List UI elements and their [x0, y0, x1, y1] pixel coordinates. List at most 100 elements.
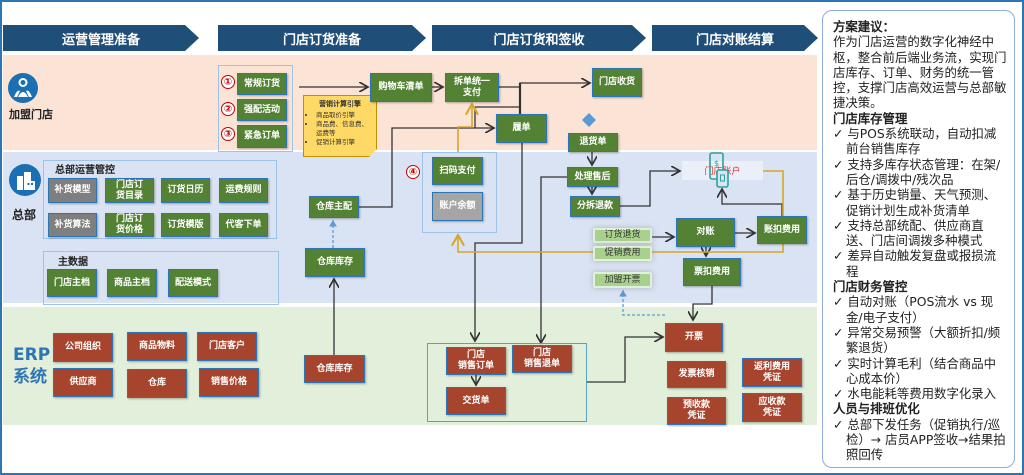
hq-ops-group	[43, 160, 277, 239]
settlement-tag-franchise-invoice[interactable]: 加盟开票	[593, 272, 652, 288]
edge-yellow-to-split	[457, 104, 472, 152]
account-deduct-fee-node[interactable]: 账扣费用	[757, 216, 807, 244]
pricing-note-title: 营销计算引擎	[319, 100, 361, 108]
after-sales-process-node[interactable]: 处理售后	[567, 167, 618, 187]
erp-invoice-node[interactable]: 开票	[665, 323, 723, 352]
erp-invoice-writeoff-node[interactable]: 发票核销	[667, 361, 726, 388]
order-type-badge-1: ①	[221, 75, 235, 89]
lane-label-erp: ERP 系统	[13, 344, 50, 388]
order-type-badge-3: ③	[221, 127, 235, 141]
edge-invoice-deduct-to-invoice	[693, 286, 713, 320]
warehouse-stock-node[interactable]: 仓库库存	[305, 248, 365, 277]
order-type-group	[218, 65, 293, 152]
erp-sales-order-node[interactable]: 门店 销售订单	[446, 347, 506, 375]
warehouse-dispatch-node[interactable]: 仓库主配	[309, 196, 359, 218]
erp-master-item[interactable]: 商品物料	[127, 332, 187, 361]
reconcile-node[interactable]: 对账	[676, 218, 735, 247]
store-receive-node[interactable]: 门店收货	[592, 68, 642, 97]
order-type-forced[interactable]: 强配活动	[237, 99, 287, 121]
panel-check-item: ✓ 水电能耗等费用数字化录入	[833, 386, 997, 402]
stage-header-order-prep: 门店订货准备	[218, 25, 426, 51]
svg-text:$: $	[714, 159, 719, 168]
erp-master-item[interactable]: 门店客户	[197, 332, 257, 361]
edge-account-deduct-to-account	[722, 189, 783, 216]
hq-ops-item[interactable]: 运费规则	[219, 178, 268, 203]
order-type-regular[interactable]: 常规订货	[237, 73, 287, 95]
panel-check-item: ✓ 与POS系统联动，自动扣减前台销售库存	[833, 126, 997, 157]
erp-master-item[interactable]: 仓库	[127, 369, 187, 398]
master-data-group	[43, 251, 279, 305]
payment-group	[422, 152, 497, 233]
fulfill-node[interactable]: 履单	[496, 114, 547, 143]
hq-ops-item[interactable]: 代客下单	[219, 213, 268, 237]
recommendation-panel: 方案建议： 作为门店运营的数字化神经中枢，整合前后端业务流，实现门店库存、订单、…	[822, 10, 1015, 468]
stage-header-settlement: 门店对账结算	[652, 25, 818, 51]
cart-list-node[interactable]: 购物车清单	[370, 73, 432, 102]
panel-check-item: ✓ 自动对账（POS流水 vs 现金/电子支付）	[833, 294, 994, 325]
split-pay-node[interactable]: 拆单统一支付	[445, 73, 499, 102]
panel-check-item: ✓ 总部下发任务（促销执行/巡检）→ 店员APP签收→结果拍照回传	[833, 416, 1006, 463]
erp-sales-return-node[interactable]: 门店 销售退单	[512, 345, 572, 373]
erp-rebate-voucher-node[interactable]: 返利费用 凭证	[742, 358, 802, 387]
lane-band-store	[3, 55, 817, 150]
payment-badge-4: ④	[406, 165, 420, 179]
settlement-tag-order-return[interactable]: 订货退货	[593, 228, 652, 243]
edge-fulfill-down	[475, 143, 523, 341]
edge-refund-to-account	[620, 171, 680, 207]
panel-section-heading: 门店财务管控	[833, 279, 908, 295]
erp-master-item[interactable]: 公司组织	[53, 333, 113, 362]
franchise-store-icon	[8, 73, 38, 103]
hq-ops-title: 总部运营管控	[55, 165, 115, 176]
edge-dispatch-to-fulfill	[359, 128, 494, 208]
panel-title: 方案建议：	[833, 19, 895, 34]
hq-ops-item[interactable]: 门店订货价格	[105, 213, 154, 237]
panel-check-item: ✓ 支持多库存状态管理：在架/后仓/调拨中/残次品	[833, 156, 1001, 187]
edge-process-to-sales-return	[541, 176, 567, 343]
erp-delivery-node[interactable]: 交货单	[446, 387, 506, 415]
pricing-engine-note: 营销计算引擎 商品取价引擎 商品费、信息费、运费等 促销计算引擎	[303, 95, 377, 157]
pricing-note-item: 商品取价引擎	[316, 111, 373, 120]
headquarters-icon	[9, 164, 41, 196]
erp-master-item[interactable]: 供应商	[53, 368, 113, 397]
hq-ops-item[interactable]: 补货模型	[48, 178, 97, 203]
lane-label-hq: 总部	[12, 208, 37, 222]
edge-yellow-account-loop	[458, 170, 784, 253]
hq-ops-item[interactable]: 订货日历	[161, 178, 210, 203]
panel-check-item: ✓ 实时计算毛利（结合商品中心成本价）	[833, 355, 997, 386]
panel-check-item: ✓ 支持总部统配、供应商直送、门店间调拨多种模式	[833, 217, 984, 249]
panel-section-heading: 门店库存管理	[833, 110, 908, 126]
hq-ops-item[interactable]: 门店订货目录	[105, 178, 154, 203]
erp-warehouse-stock-node[interactable]: 仓库库存	[304, 355, 365, 383]
scan-pay-node[interactable]: 扫码支付	[432, 157, 483, 185]
master-data-title: 主数据	[58, 257, 88, 268]
erp-prepay-voucher-node[interactable]: 预收款 凭证	[667, 397, 726, 425]
wallet-phone-icon: $	[709, 152, 729, 188]
pricing-note-item: 商品费、信息费、运费等	[316, 120, 373, 138]
master-data-item[interactable]: 门店主档	[47, 269, 97, 297]
account-balance-node[interactable]: 账户余额	[432, 192, 483, 221]
erp-receivable-voucher-node[interactable]: 应收款 凭证	[742, 393, 802, 422]
stage-header-order-receive: 门店订货和签收	[432, 25, 646, 51]
split-refund-node[interactable]: 分拆退款	[570, 196, 620, 217]
lane-label-store: 加盟门店	[9, 108, 53, 121]
panel-check-item: ✓ 异常交易预警（大额折扣/频繁退货）	[833, 324, 1001, 356]
edge-split-to-receive	[499, 83, 590, 87]
master-data-item[interactable]: 商品主档	[107, 269, 157, 297]
erp-sales-group	[427, 343, 587, 422]
return-decision-diamond	[582, 113, 596, 127]
settlement-tag-promo-fee[interactable]: 促销费用	[593, 246, 652, 261]
panel-check-item: ✓ 差异自动触发复盘或报损流程	[833, 248, 997, 279]
pricing-note-item: 促销计算引擎	[316, 138, 373, 147]
order-type-urgent[interactable]: 紧急订单	[237, 125, 287, 148]
erp-label-line2: 系统	[13, 367, 47, 387]
hq-ops-item[interactable]: 补货算法	[48, 213, 97, 237]
hq-ops-item[interactable]: 订货模版	[161, 213, 210, 237]
invoice-deduct-fee-node[interactable]: 票扣费用	[683, 258, 741, 286]
master-data-item[interactable]: 配送模式	[168, 269, 218, 297]
edge-sales-to-invoice	[587, 337, 663, 383]
erp-master-item[interactable]: 销售价格	[199, 368, 259, 397]
panel-intro: 作为门店运营的数字化神经中枢，整合前后端业务流，实现门店库存、订单、财务的统一管…	[833, 34, 1007, 111]
return-order-node[interactable]: 退货单	[568, 133, 618, 152]
